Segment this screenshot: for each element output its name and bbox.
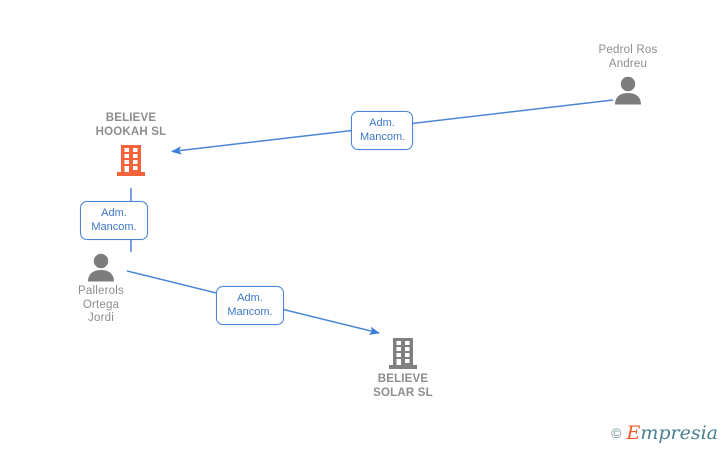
node-label-pedrol-ros-andreu: Pedrol Ros Andreu [598, 44, 658, 70]
person-icon [612, 75, 644, 105]
edge-label-pedrol-to-hookah[interactable]: Adm. Mancom. [351, 111, 413, 150]
building-icon [388, 336, 418, 370]
node-label-believe-solar: BELIEVE SOLAR SL [373, 373, 433, 399]
copyright-icon: © [611, 425, 622, 441]
watermark-brand-name: mpresia [640, 422, 718, 444]
edge-label-pallerols-to-solar[interactable]: Adm. Mancom. [216, 286, 284, 325]
empresia-watermark: © Empresia [611, 422, 718, 444]
edge-label-hookah-to-pallerols[interactable]: Adm. Mancom. [80, 201, 148, 240]
node-believe-solar[interactable]: BELIEVE SOLAR SL [333, 336, 473, 400]
node-label-believe-hookah: BELIEVE HOOKAH SL [95, 112, 167, 138]
node-pallerols-ortega-jordi[interactable]: Pallerols Ortega Jordi [31, 252, 171, 326]
node-label-pallerols-ortega-jordi: Pallerols Ortega Jordi [78, 285, 124, 324]
building-icon [116, 143, 146, 177]
watermark-brand-initial: E [626, 422, 641, 444]
node-believe-hookah[interactable]: BELIEVE HOOKAH SL [61, 112, 201, 177]
person-icon [85, 252, 117, 282]
node-pedrol-ros-andreu[interactable]: Pedrol Ros Andreu [558, 44, 698, 105]
